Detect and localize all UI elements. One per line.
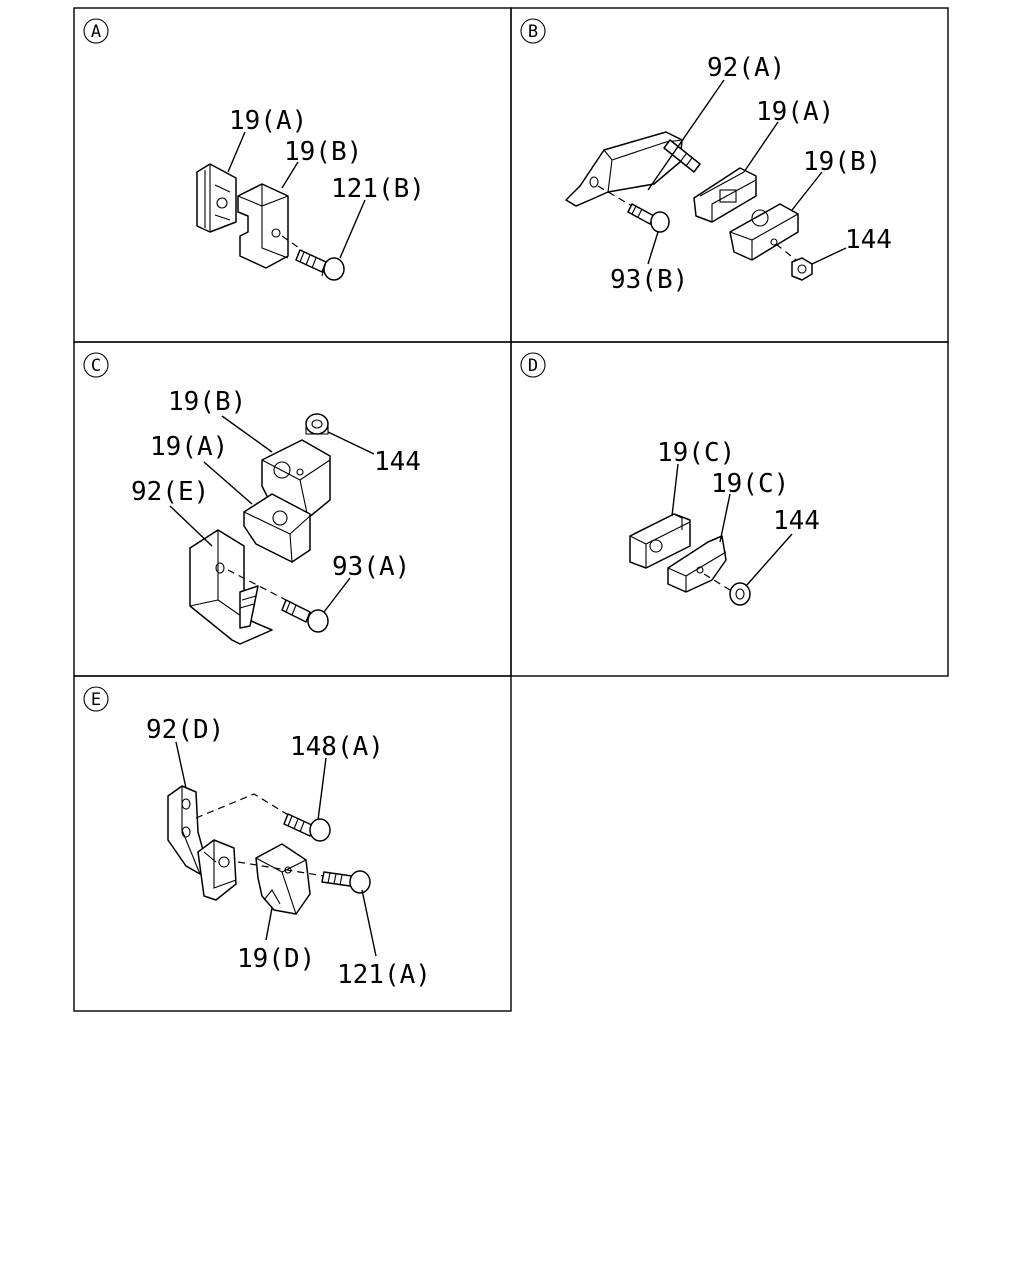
leader-a-121b [339,199,366,259]
clamp-19a-part-c [243,493,311,563]
panel-d-badge-letter: D [528,356,538,376]
callout-b-92a: 92(A) [707,53,785,83]
clamp-19a-part [196,163,237,233]
callout-c-19a: 19(A) [150,432,228,462]
stud-part [663,139,701,173]
panel-b: B [520,18,892,295]
stud-part-c [239,585,259,629]
leader-b-19b [791,171,823,211]
panel-e-badge-letter: E [91,690,101,710]
clamp-19c-part-1 [629,513,691,569]
callout-a-19a: 19(A) [229,106,307,136]
leader-a-19b [281,161,299,189]
clamp-19b-part-b [729,203,799,261]
leader-d-19c-1 [671,463,679,517]
clamp-small-part-e [197,839,237,901]
panel-frames [73,7,949,1012]
leader-d-144 [745,533,793,587]
bolt-121b-part [281,235,345,281]
callout-d-144: 144 [773,506,820,536]
panel-d: D 19(C) 19(C) 144 [520,352,820,606]
leader-e-148a [317,757,327,821]
bracket-92e-part [189,529,273,645]
leader-b-92a [647,79,725,191]
bracket-92a-part [565,131,683,207]
leader-b-93b [647,231,659,265]
panel-d-badge: D [520,352,546,378]
callout-a-121b: 121(B) [331,174,425,204]
callout-b-93b: 93(B) [610,265,688,295]
callout-e-121a: 121(A) [337,960,431,990]
callout-c-144: 144 [374,447,421,477]
leader-d-19c-2 [719,493,731,543]
bolt-121a-part [237,861,371,894]
panel-c-badge: C [83,352,109,378]
panel-d-frame [510,341,949,677]
bolt-93a-part [227,569,329,633]
panel-a: A 19(A) 19(B) 121(B) [83,18,425,281]
panel-e-badge: E [83,686,109,712]
clamp-19a-part-b [693,167,757,223]
bolt-93b-part [597,185,670,233]
callout-c-19b: 19(B) [168,387,246,417]
callout-b-144: 144 [845,225,892,255]
leader-c-93a [323,577,351,613]
callout-a-19b: 19(B) [284,137,362,167]
callout-c-93a: 93(A) [332,552,410,582]
callout-e-19d: 19(D) [237,944,315,974]
clamp-19b-part [237,183,289,269]
panel-b-badge: B [520,18,546,44]
leader-c-19a [203,461,253,505]
panel-a-badge: A [83,18,109,44]
panel-e: E [83,686,431,990]
nut-144-part-c [305,413,329,435]
panel-b-badge-letter: B [528,22,538,42]
panel-a-badge-letter: A [91,22,101,42]
nut-144-part-b [775,243,813,281]
leader-c-19b [221,415,273,453]
leader-a-19a [227,131,246,173]
clamp-19d-part [255,843,311,915]
callout-c-92e: 92(E) [131,477,209,507]
bolt-148a-part [195,793,331,842]
panel-c: C [83,352,421,645]
panel-e-frame [73,675,512,1012]
panel-a-frame [73,7,512,343]
callout-d-19c-2: 19(C) [711,469,789,499]
panel-c-badge-letter: C [91,356,101,376]
leader-e-19d [265,907,273,941]
callout-b-19a: 19(A) [756,97,834,127]
callout-b-19b: 19(B) [803,147,881,177]
leader-c-92e [169,505,213,547]
leader-b-144 [811,247,847,265]
callout-e-92d: 92(D) [146,715,224,745]
leader-e-92d [175,741,187,789]
nut-144-part-d [703,573,751,606]
callout-d-19c-1: 19(C) [657,438,735,468]
leader-e-121a [361,889,377,957]
callout-e-148a: 148(A) [290,732,384,762]
clamp-19c-part-2 [667,535,727,593]
leader-b-19a [743,121,779,173]
leader-c-144 [327,431,375,455]
